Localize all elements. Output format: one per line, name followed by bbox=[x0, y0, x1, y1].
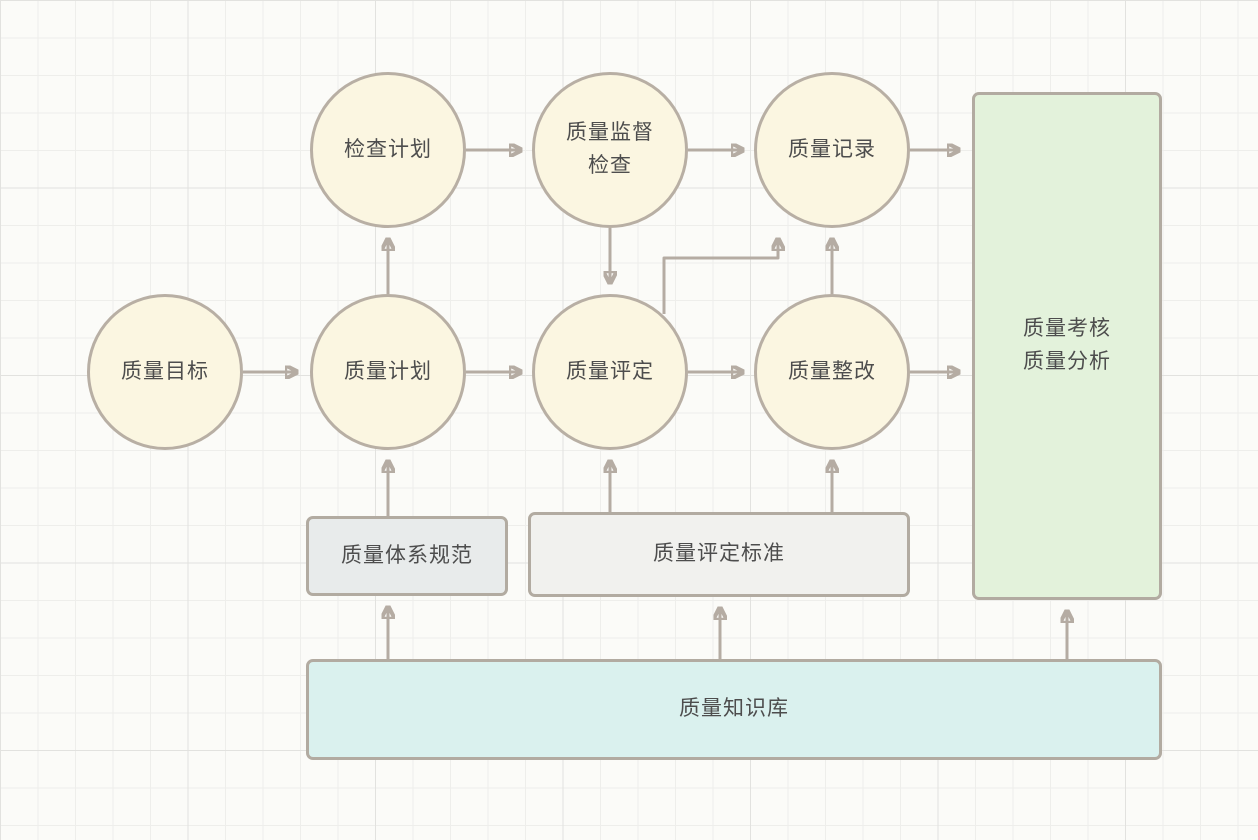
node-quality-system-spec-label: 质量体系规范 bbox=[341, 543, 473, 567]
node-quality-record-label: 质量记录 bbox=[788, 137, 876, 161]
node-quality-goal-label: 质量目标 bbox=[121, 359, 209, 383]
node-quality-assessment-standard[interactable]: 质量评定标准 bbox=[528, 512, 910, 597]
node-quality-rectification[interactable]: 质量整改 bbox=[754, 294, 910, 450]
node-quality-review-analysis-line1: 质量考核 bbox=[1023, 317, 1111, 341]
node-quality-assessment[interactable]: 质量评定 bbox=[532, 294, 688, 450]
node-quality-system-spec[interactable]: 质量体系规范 bbox=[306, 516, 508, 596]
node-supervision-inspection[interactable]: 质量监督 检查 bbox=[532, 72, 688, 228]
node-supervision-inspection-line2: 检查 bbox=[588, 154, 632, 177]
node-inspection-plan-label: 检查计划 bbox=[344, 137, 432, 161]
node-quality-record[interactable]: 质量记录 bbox=[754, 72, 910, 228]
node-supervision-inspection-line1: 质量监督 bbox=[566, 121, 654, 145]
node-quality-assessment-label: 质量评定 bbox=[566, 359, 654, 383]
node-quality-plan-label: 质量计划 bbox=[344, 359, 432, 383]
node-quality-assessment-standard-label: 质量评定标准 bbox=[653, 542, 785, 566]
node-quality-rectification-label: 质量整改 bbox=[788, 359, 876, 383]
node-quality-review-analysis-label: 质量考核 质量分析 bbox=[1023, 313, 1111, 378]
edge-quality-assessment-to-quality-record[interactable] bbox=[662, 240, 778, 314]
node-quality-knowledge-base-label: 质量知识库 bbox=[679, 697, 789, 721]
node-quality-plan[interactable]: 质量计划 bbox=[310, 294, 466, 450]
node-inspection-plan[interactable]: 检查计划 bbox=[310, 72, 466, 228]
node-quality-review-analysis-line2: 质量分析 bbox=[1023, 350, 1111, 373]
node-supervision-inspection-label: 质量监督 检查 bbox=[566, 117, 654, 182]
node-quality-knowledge-base[interactable]: 质量知识库 bbox=[306, 659, 1162, 760]
node-quality-goal[interactable]: 质量目标 bbox=[87, 294, 243, 450]
node-quality-review-analysis[interactable]: 质量考核 质量分析 bbox=[972, 92, 1162, 600]
